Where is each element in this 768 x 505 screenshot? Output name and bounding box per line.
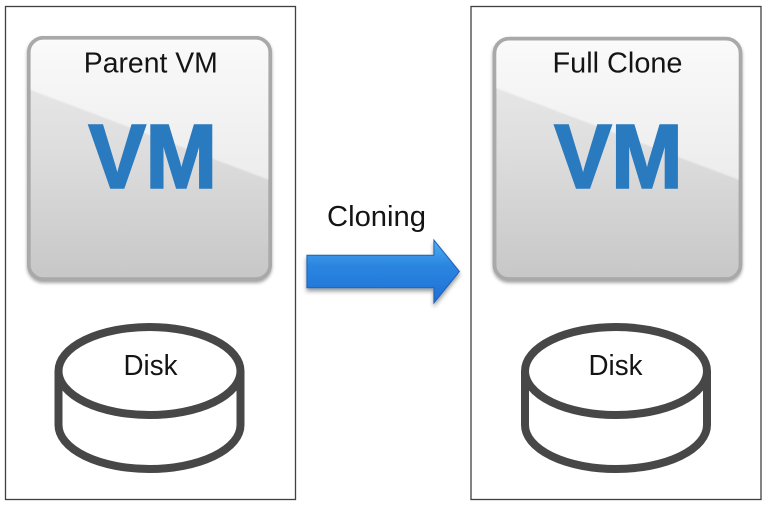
svg-text:Disk: Disk — [124, 350, 178, 382]
svg-text:VM: VM — [89, 108, 217, 208]
svg-text:Parent VM: Parent VM — [84, 48, 218, 80]
svg-text:Full Clone: Full Clone — [553, 48, 683, 80]
svg-text:Disk: Disk — [589, 350, 643, 382]
svg-text:Cloning: Cloning — [327, 201, 426, 233]
svg-text:VM: VM — [555, 108, 683, 208]
